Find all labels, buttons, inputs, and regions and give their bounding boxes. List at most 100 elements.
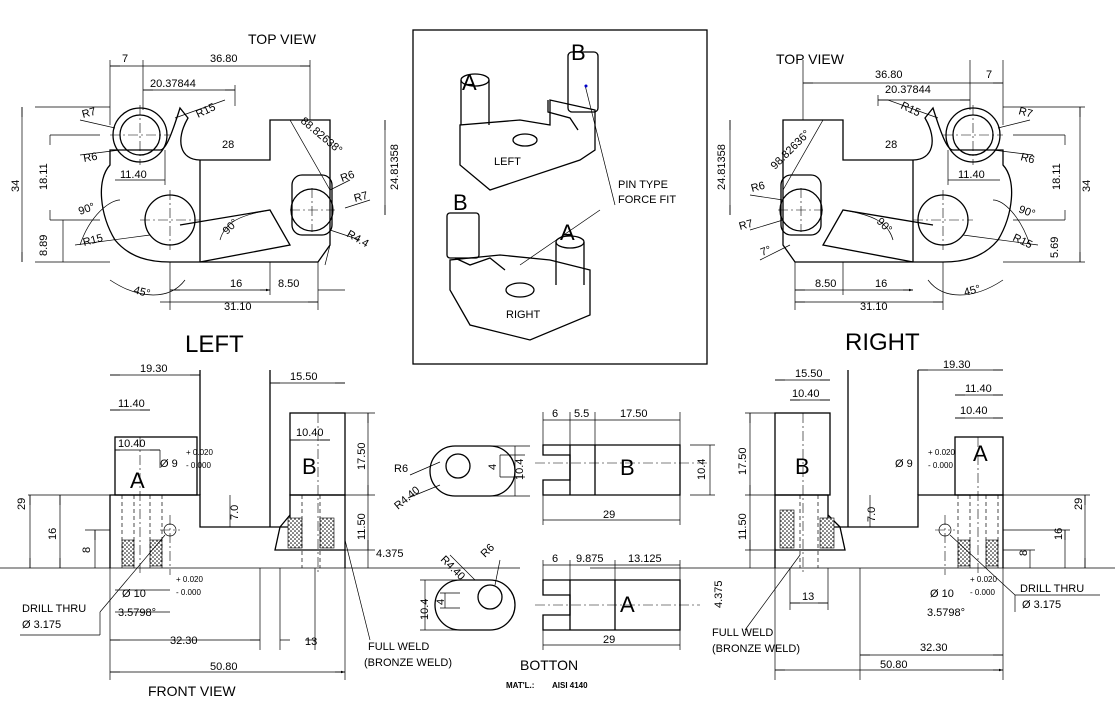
front-right-dim: 16 bbox=[1053, 528, 1065, 540]
front-right-dim: 15.50 bbox=[795, 368, 823, 380]
right-part-outline bbox=[782, 106, 1013, 263]
top-left-dim-lines bbox=[21, 60, 386, 310]
top-left-leaders bbox=[74, 99, 361, 246]
top-right-dim: 24.81358 bbox=[716, 144, 728, 190]
left-boss-outer-circle bbox=[112, 107, 168, 163]
top-left-dim: 90° bbox=[221, 217, 241, 237]
iso-label: A bbox=[462, 70, 477, 95]
top-view-left: TOP VIEW 7 36.80 20.37844 R15 R7 88.8263… bbox=[10, 31, 401, 313]
iso-right-step bbox=[454, 257, 506, 271]
front-left-dim: 11.50 bbox=[356, 513, 368, 540]
front-right-dim: 8 bbox=[1018, 550, 1030, 556]
front-left-dim-lines bbox=[0, 374, 520, 680]
front-left-dim: 32.30 bbox=[170, 635, 198, 647]
iso-right-hole bbox=[505, 282, 535, 298]
top-left-dim: 90° bbox=[77, 201, 97, 218]
pin-b-dim: 10.4 bbox=[696, 459, 708, 480]
front-left-dim: 29 bbox=[16, 498, 28, 510]
front-left-dim: 4.375 bbox=[376, 548, 404, 560]
top-left-dim: 7 bbox=[122, 53, 128, 65]
front-right-dim: 3.5798° bbox=[927, 607, 965, 619]
front-left-dim: 11.40 bbox=[118, 398, 145, 410]
top-view-right: TOP VIEW 36.80 7 20.37844 R15 R7 98.8263… bbox=[716, 51, 1093, 313]
top-right-dim: 5.69 bbox=[1049, 237, 1061, 258]
front-left-dim: Ø 9 bbox=[160, 458, 178, 470]
front-right-dim: 29 bbox=[1073, 498, 1085, 510]
top-right-dim: 16 bbox=[875, 278, 887, 290]
front-left-dim: 3.5798° bbox=[118, 607, 156, 619]
left-hole-circle bbox=[144, 194, 196, 246]
iso-left-pin-b bbox=[567, 51, 599, 113]
front-right-dim: 13 bbox=[802, 591, 814, 603]
iso-left-step bbox=[547, 100, 579, 131]
top-right-angle-arcs bbox=[759, 199, 1031, 296]
front-left-leaders bbox=[20, 534, 371, 641]
front-right-tolerance: + 0.020 bbox=[970, 575, 997, 584]
top-left-dim: 36.80 bbox=[210, 53, 238, 65]
pin-note: FORCE FIT bbox=[618, 194, 676, 206]
top-right-dim: R7 bbox=[738, 218, 755, 233]
front-left-tolerance: - 0.000 bbox=[176, 588, 201, 597]
front-view-left: 19.30 15.50 11.40 10.40 10.40 + 0.020 - … bbox=[0, 363, 520, 699]
right-boss-outer-circle bbox=[945, 107, 1001, 163]
pin-a-end-dims bbox=[420, 554, 501, 631]
weld-note-left: FULL WELD bbox=[368, 641, 429, 653]
front-right-dim: 7.0 bbox=[866, 507, 878, 522]
front-left-dim: Ø 10 bbox=[122, 588, 146, 600]
top-left-dim: R4.4 bbox=[345, 228, 371, 250]
drill-note-right: Ø 3.175 bbox=[1022, 599, 1061, 611]
front-left-pin-b bbox=[289, 412, 346, 496]
front-right-hidden-lines bbox=[799, 495, 999, 568]
iso-label: RIGHT bbox=[506, 309, 541, 321]
iso-right-body bbox=[449, 254, 591, 341]
pin-a-side-dims bbox=[542, 560, 681, 650]
pin-b-steps bbox=[569, 445, 596, 495]
material-label: MAT'L.: bbox=[506, 681, 534, 690]
right-pin-slot bbox=[780, 174, 822, 236]
weld-note-right: (BRONZE WELD) bbox=[712, 643, 800, 655]
pin-details: R6 R4.40 4 10.4 6 5.5 17.50 B 10.4 29 R4… bbox=[392, 408, 715, 690]
front-left-weld-hatch-2 bbox=[319, 517, 335, 549]
right-hole-circle bbox=[917, 194, 969, 246]
front-right-centerlines bbox=[802, 413, 979, 575]
front-right-dim: 11.40 bbox=[965, 383, 992, 395]
pin-b-end-view bbox=[429, 445, 516, 497]
front-left-dim: 19.30 bbox=[140, 363, 168, 375]
pin-a-dim: 6 bbox=[552, 553, 558, 565]
pin-b-end-hole bbox=[445, 453, 471, 479]
front-left-weld-hatch-1 bbox=[287, 517, 303, 549]
pin-a-dim: R6 bbox=[479, 542, 497, 560]
weld-note-right: FULL WELD bbox=[712, 627, 773, 639]
front-right-dim-lines bbox=[590, 369, 1115, 680]
front-left-dim-arrows bbox=[29, 374, 369, 672]
front-left-tolerance: + 0.020 bbox=[186, 448, 213, 457]
top-left-dim: R7 bbox=[353, 190, 370, 205]
front-view-right: 19.30 15.50 10.40 11.40 10.40 + 0.020 - … bbox=[590, 359, 1115, 680]
front-right-tolerance: - 0.000 bbox=[928, 461, 953, 470]
front-left-letter-a: A bbox=[130, 468, 145, 493]
pin-b-end-dims bbox=[490, 445, 530, 497]
front-right-tolerance: - 0.000 bbox=[970, 588, 995, 597]
left-title: LEFT bbox=[185, 331, 244, 358]
iso-label: LEFT bbox=[494, 156, 521, 168]
iso-label: A bbox=[560, 220, 575, 245]
front-right-dim: 4.375 bbox=[713, 580, 725, 608]
pin-a-dim: 4 bbox=[435, 599, 447, 605]
pin-b-dim: 17.50 bbox=[620, 408, 648, 420]
pin-b-dim: R4.40 bbox=[392, 484, 422, 512]
pin-a-letter: A bbox=[620, 592, 635, 617]
pin-a-dim: 10.4 bbox=[419, 599, 431, 620]
front-left-dim: 17.50 bbox=[356, 442, 368, 470]
top-right-dim: 11.40 bbox=[958, 169, 985, 181]
front-left-dim: 8 bbox=[81, 547, 93, 553]
front-left-dim: 10.40 bbox=[296, 427, 324, 439]
botton-title: BOTTON bbox=[520, 657, 578, 673]
top-left-angle-arcs bbox=[79, 199, 371, 296]
iso-left-body bbox=[459, 99, 596, 191]
front-right-dim: 50.80 bbox=[880, 659, 908, 671]
front-right-web bbox=[847, 370, 919, 527]
right-title: RIGHT bbox=[845, 329, 920, 356]
top-left-dim: 31.10 bbox=[224, 301, 252, 313]
drill-note-left: DRILL THRU bbox=[22, 603, 86, 615]
iso-pin-leaders bbox=[519, 84, 616, 266]
